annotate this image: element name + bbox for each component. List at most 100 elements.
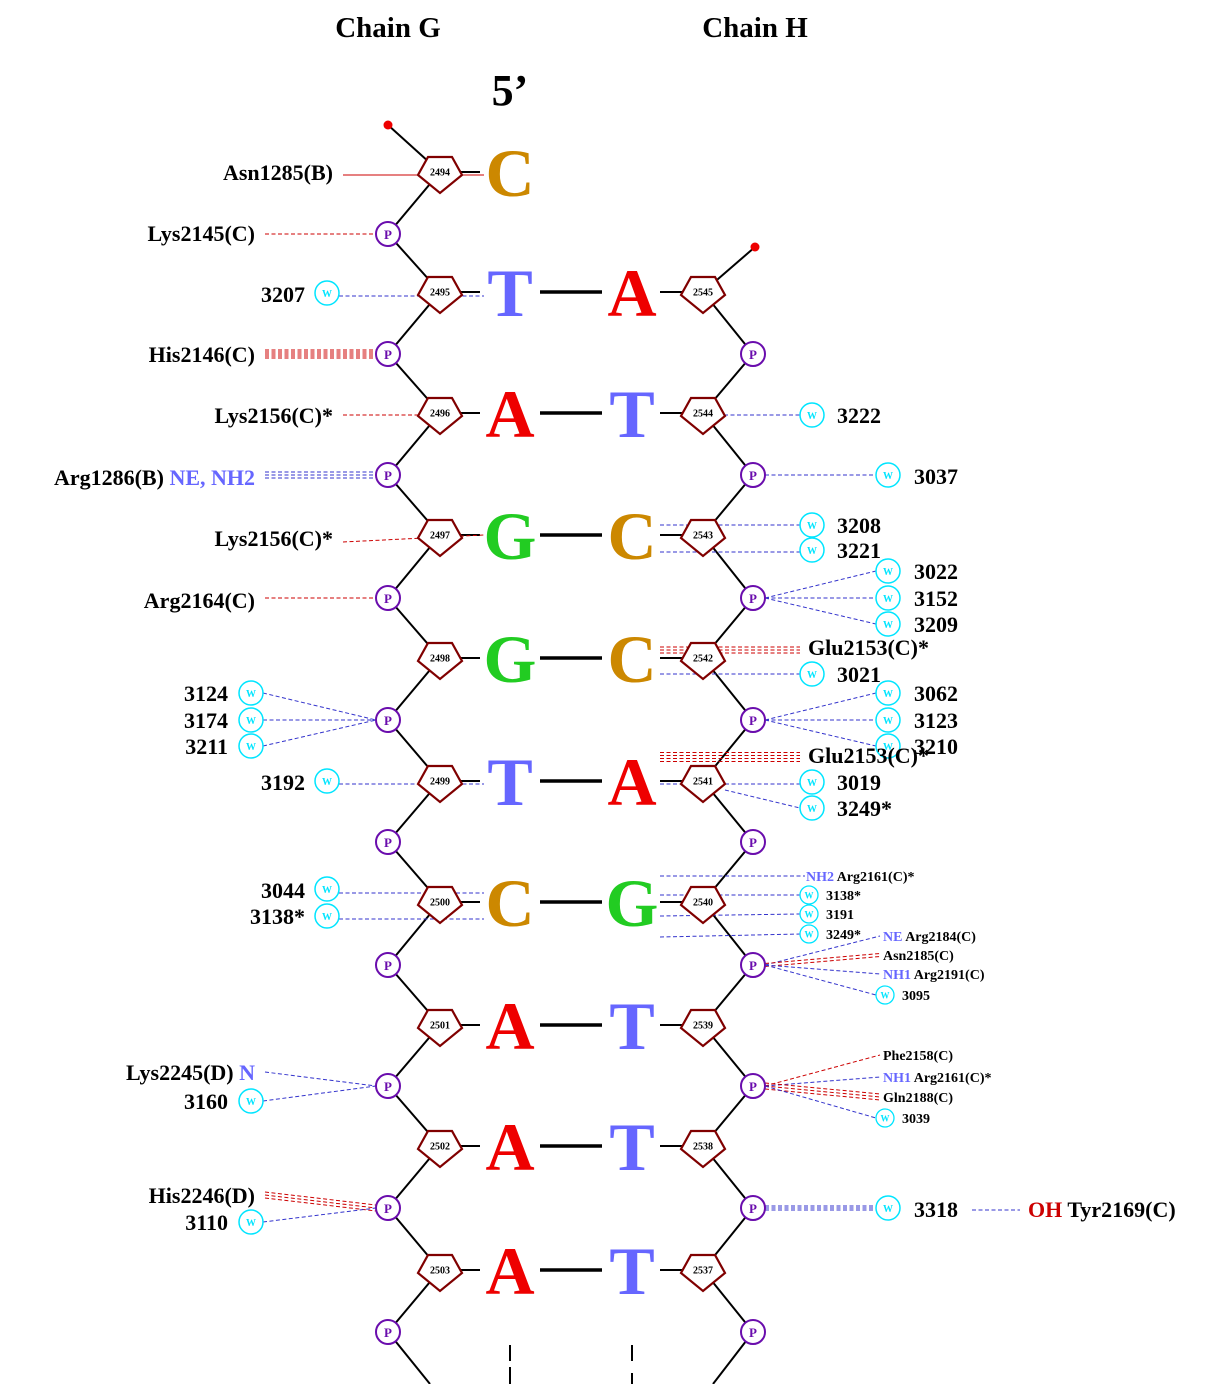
residue-label: 3191 — [826, 908, 854, 923]
phosphate-icon — [740, 1073, 766, 1099]
base-C: C — [607, 498, 656, 574]
water-label: W — [883, 1204, 893, 1215]
base-A: A — [485, 376, 534, 452]
water-label: W — [881, 991, 890, 1001]
contact-line — [659, 933, 801, 938]
sugar-ring-shape — [679, 1253, 727, 1293]
water-icon — [314, 280, 340, 306]
residue-label: 3138* — [250, 904, 305, 929]
phosphate-label: P — [384, 835, 392, 850]
water-label: W — [807, 521, 817, 532]
phosphate-label: P — [384, 347, 392, 362]
sugar-ring: 2539 — [679, 1008, 727, 1048]
base-G: G — [606, 865, 659, 941]
atom-name: NH1 — [883, 1071, 914, 1086]
sugar-ring-shape — [416, 641, 464, 681]
phosphate-icon — [375, 952, 401, 978]
sugar-ring-shape — [416, 155, 464, 195]
sugar-residue-number: 2497 — [430, 531, 450, 542]
water-label: W — [807, 411, 817, 422]
base-A: A — [607, 744, 656, 820]
labels-layer: Asn1285(B)Lys2145(C)3207His2146(C)Lys215… — [54, 160, 1176, 1235]
water-label: W — [322, 777, 332, 788]
residue-label: Arg2164(C) — [144, 588, 255, 613]
residue-label: Phe2158(C) — [883, 1049, 953, 1064]
water-label: W — [883, 594, 893, 605]
water-icon — [875, 1108, 895, 1128]
residue-label: 3318 — [914, 1197, 958, 1222]
base-G: G — [484, 621, 537, 697]
sugar-ring: 2494 — [416, 155, 464, 195]
phosphate-icon — [375, 1195, 401, 1221]
sugar-residue-number: 2537 — [693, 1266, 713, 1277]
contact-line — [764, 1085, 881, 1098]
water-label: W — [322, 912, 332, 923]
water-icon — [875, 733, 901, 759]
residue-label: 3123 — [914, 708, 958, 733]
water-label: W — [805, 910, 814, 920]
water-label: W — [807, 546, 817, 557]
sugar-ring: 2545 — [679, 275, 727, 315]
phosphate-icon — [740, 952, 766, 978]
water-label: W — [883, 689, 893, 700]
residue-label: Gln2188(C) — [883, 1091, 953, 1106]
water-label: W — [883, 742, 893, 753]
residue-label: 3210 — [914, 734, 958, 759]
sugar-ring-shape — [679, 1129, 727, 1169]
sugar-ring-shape — [679, 885, 727, 925]
base-T: T — [487, 255, 532, 331]
phosphate-label: P — [749, 468, 757, 483]
residue-label: Arg1286(B) NE, NH2 — [54, 465, 255, 490]
residue-label: NH1 Arg2161(C)* — [883, 1071, 992, 1086]
residue-label: NH2 Arg2161(C)* — [806, 870, 915, 885]
water-label: W — [246, 716, 256, 727]
phosphate-icon — [375, 221, 401, 247]
phosphate-label: P — [749, 1201, 757, 1216]
phosphate-icon — [375, 585, 401, 611]
water-icon — [799, 537, 825, 563]
phosphate-label: P — [384, 227, 392, 242]
water-label: W — [881, 1114, 890, 1124]
sugar-ring-shape — [416, 1008, 464, 1048]
phosphate-label: P — [749, 835, 757, 850]
residue-label: Lys2156(C)* — [214, 526, 333, 551]
residue-label: 3019 — [837, 770, 881, 795]
water-label: W — [805, 891, 814, 901]
contact-line — [264, 1197, 377, 1212]
contact-line — [764, 570, 877, 599]
sugar-ring-shape — [679, 764, 727, 804]
water-label: W — [883, 716, 893, 727]
backbone-layer — [386, 124, 756, 1384]
water-icon — [238, 1088, 264, 1114]
residue-label: NE Arg2184(C) — [883, 930, 976, 945]
sugar-residue-number: 2545 — [693, 288, 713, 299]
sugar-residue-number: 2499 — [430, 777, 450, 788]
residue-name: Arg2161(C)* — [914, 1071, 992, 1086]
phosphate-icon — [375, 341, 401, 367]
phosphate-icon — [375, 1319, 401, 1345]
contact-line — [764, 1054, 881, 1087]
residue-label: 3138* — [826, 889, 861, 904]
sugar-ring-shape — [416, 275, 464, 315]
residue-label: 3044 — [261, 878, 305, 903]
water-label: W — [807, 778, 817, 789]
residue-label: Asn1285(B) — [223, 160, 333, 185]
sugar-ring: 2503 — [416, 1253, 464, 1293]
sugar-ring: 2541 — [679, 764, 727, 804]
residue-label: 3192 — [261, 770, 305, 795]
atom-name: OH — [1028, 1197, 1067, 1222]
atom-name: NE, NH2 — [169, 465, 255, 490]
residue-label: Lys2245(D) N — [126, 1060, 255, 1085]
phosphate-label: P — [384, 1079, 392, 1094]
base-A: A — [485, 988, 534, 1064]
water-label: W — [246, 1218, 256, 1229]
sugar-ring: 2498 — [416, 641, 464, 681]
residue-label: OH Tyr2169(C) — [1028, 1197, 1176, 1222]
contact-line — [264, 1194, 377, 1209]
chain-g-terminal-dot — [383, 120, 393, 130]
sugar-residue-number: 2498 — [430, 654, 450, 665]
base-C: C — [607, 621, 656, 697]
contact-line — [264, 1071, 377, 1087]
residue-label: 3221 — [837, 538, 881, 563]
